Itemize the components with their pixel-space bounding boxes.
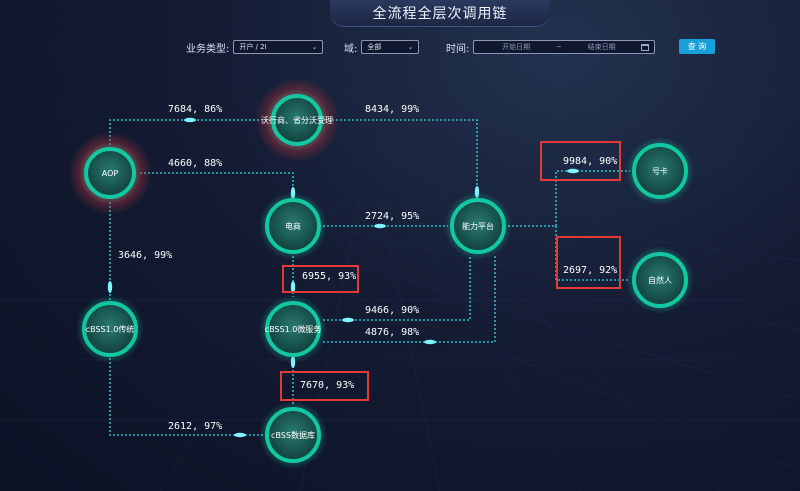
biz-type-value: 开户 / 2I: [239, 43, 267, 51]
highlight-box-e8: [282, 265, 359, 293]
query-button[interactable]: 查 询: [679, 39, 715, 54]
highlight-box-e11: [280, 371, 369, 401]
edge-label-e6: 2697, 92%: [563, 265, 617, 276]
calendar-icon: [641, 43, 650, 51]
end-date-input[interactable]: 结束日期: [587, 43, 616, 51]
flow-dot: [374, 223, 386, 229]
node-wo[interactable]: 沃行商、省分沃受理: [255, 78, 339, 162]
edge-label-e4: 2724, 95%: [365, 211, 419, 222]
edge-line-aop-ds: [140, 172, 294, 197]
node-label-hk: 号卡: [652, 166, 668, 176]
edge-label-e8: 6955, 93%: [302, 271, 356, 282]
edge-label-e9: 9466, 90%: [365, 305, 419, 316]
flow-dot: [107, 281, 113, 293]
flow-dot: [424, 339, 436, 345]
node-ct[interactable]: cBSS1.0传统: [76, 295, 144, 363]
biz-type-select[interactable]: 开户 / 2I ⌄: [233, 40, 324, 54]
node-aop[interactable]: AOP: [68, 131, 152, 215]
highlight-box-e5: [540, 141, 621, 181]
node-label-zr: 自然人: [648, 275, 672, 285]
node-wf[interactable]: cBSS1.0微服务: [259, 295, 327, 363]
edge-label-e10: 4876, 98%: [365, 327, 419, 338]
node-label-wf: cBSS1.0微服务: [265, 324, 322, 334]
biz-type-filter: 业务类型: 开户 / 2I ⌄: [186, 38, 324, 56]
node-db[interactable]: cBSS数据库: [259, 401, 327, 469]
edge-line-nl-hk: [555, 170, 630, 226]
time-label: 时间:: [446, 43, 470, 55]
edge-line-aop-wo: [109, 119, 270, 165]
start-date-input[interactable]: 开始日期: [502, 43, 531, 51]
node-label-nl: 能力平台: [462, 221, 494, 231]
edge-label-e12: 2612, 97%: [168, 421, 222, 432]
range-separator: ~: [555, 43, 562, 51]
page-title-bar: 全流程全层次调用链: [330, 0, 550, 27]
highlight-box-e6: [556, 236, 621, 289]
edge-line-wf-nl-1: [323, 256, 471, 321]
flow-dot: [184, 117, 196, 123]
chevron-down-icon: ⌄: [407, 43, 414, 51]
domain-select[interactable]: 全部 ⌄: [361, 40, 420, 54]
node-nl[interactable]: 能力平台: [444, 192, 512, 260]
node-zr[interactable]: 自然人: [626, 246, 694, 314]
page-title: 全流程全层次调用链: [372, 6, 508, 22]
edge-line-wo-nl: [324, 119, 478, 195]
node-label-aop: AOP: [102, 169, 119, 178]
flow-dot: [342, 317, 354, 323]
date-range-picker[interactable]: 开始日期 ~ 结束日期: [473, 40, 656, 54]
node-label-ct: cBSS1.0传统: [86, 324, 135, 334]
node-label-ds: 电商: [285, 221, 301, 231]
node-hk[interactable]: 号卡: [626, 137, 694, 205]
domain-label: 域:: [344, 43, 358, 55]
domain-value: 全部: [367, 43, 382, 51]
biz-type-label: 业务类型:: [186, 43, 230, 55]
flow-dot: [567, 168, 579, 174]
time-filter: 时间: 开始日期 ~ 结束日期: [446, 38, 656, 56]
node-ds[interactable]: 电商: [259, 192, 327, 260]
flow-dot: [290, 281, 296, 293]
flow-dot: [234, 432, 246, 438]
edge-label-e7: 3646, 99%: [118, 250, 172, 261]
edge-line-ct-db: [109, 358, 264, 436]
node-label-wo: 沃行商、省分沃受理: [261, 115, 333, 125]
edge-line-wf-nl-2: [323, 256, 496, 343]
edge-label-e11: 7670, 93%: [300, 380, 354, 391]
chevron-down-icon: ⌄: [311, 43, 318, 51]
edge-label-e3: 4660, 88%: [168, 158, 222, 169]
edge-label-e5: 9984, 90%: [563, 156, 617, 167]
domain-filter: 域: 全部 ⌄: [344, 38, 420, 56]
edge-label-e1: 7684, 86%: [168, 104, 222, 115]
node-label-db: cBSS数据库: [271, 430, 315, 440]
edge-label-e2: 8434, 99%: [365, 104, 419, 115]
